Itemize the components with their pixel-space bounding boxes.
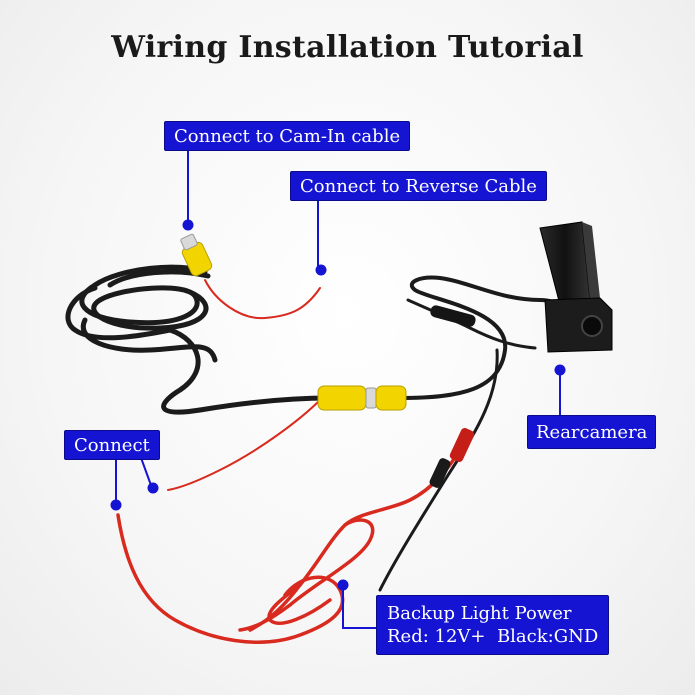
black-power-plug: [429, 458, 451, 488]
page-title: Wiring Installation Tutorial: [111, 30, 584, 65]
black-power-wire: [378, 348, 499, 592]
inline-connector: [430, 305, 476, 327]
black-cable-coil: [65, 264, 333, 415]
red-reverse-wire: [204, 279, 321, 320]
leader-dots: [110, 219, 566, 591]
label-rearcamera: Rearcamera: [527, 415, 657, 449]
power-label-line2: Red: 12V+ Black:GND: [387, 626, 599, 648]
rca-inline-plug: [317, 385, 407, 411]
label-connect: Connect: [64, 430, 160, 460]
label-cam-in: Connect to Cam-In cable: [164, 121, 411, 151]
rear-camera: [539, 221, 613, 353]
power-label-line1: Backup Light Power: [387, 603, 572, 624]
red-power-plug: [449, 427, 475, 463]
black-cable-to-camera: [398, 275, 566, 400]
black-cable-pair: [406, 298, 537, 350]
leader-lines: [115, 138, 561, 629]
rca-cam-in-plug: [180, 233, 213, 277]
label-backup-light-power: Backup Light Power Red: 12V+ Black:GND: [376, 595, 610, 656]
red-connect-wire: [167, 399, 321, 491]
red-power-coil: [116, 438, 467, 644]
label-reverse-cable: Connect to Reverse Cable: [290, 171, 547, 201]
